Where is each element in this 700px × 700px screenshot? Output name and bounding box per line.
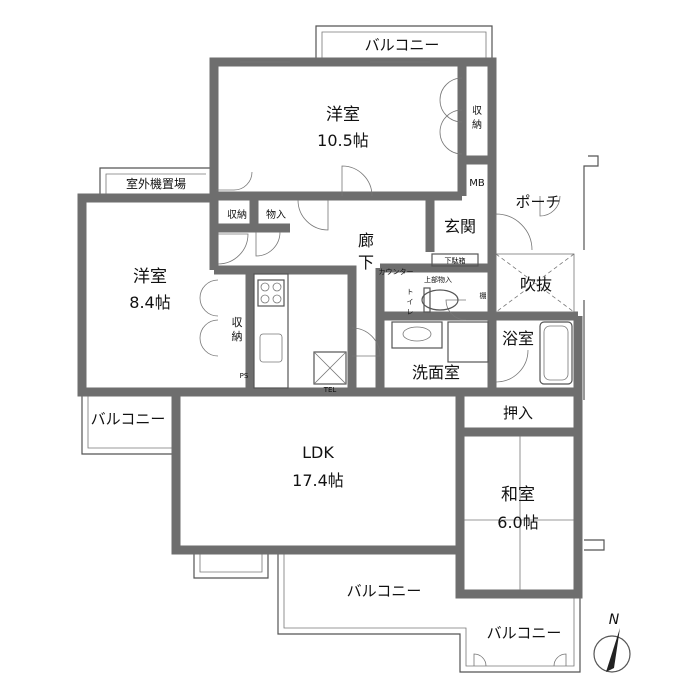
hallway-label-1: 廊	[358, 231, 374, 250]
room-name-western-west: 洋室	[133, 267, 167, 287]
ac-space-label: 室外機置場	[126, 176, 186, 191]
compass-n-label: N	[609, 612, 620, 628]
room-size-western-north: 10.5帖	[317, 131, 369, 150]
oshiire-label: 押入	[503, 404, 533, 422]
balcony-north-label: バルコニー	[365, 36, 440, 54]
closet-north-label-1: 収	[472, 105, 482, 117]
balcony-south-label: バルコニー	[347, 582, 422, 600]
room-size-ldk: 17.4帖	[292, 471, 344, 490]
shoe-cabinet-label: 下駄箱	[445, 256, 466, 265]
tel-label: TEL	[323, 386, 337, 394]
room-size-western-west: 8.4帖	[129, 293, 170, 312]
closet-west-label-1: 収	[232, 316, 243, 329]
upper-storage-label: 上部物入	[424, 275, 452, 284]
mb-label: MB	[469, 178, 485, 189]
closet-west-label-2: 納	[232, 330, 243, 343]
atrium-label: 吹抜	[520, 275, 552, 294]
walls	[77, 57, 583, 599]
washroom-label: 洗面室	[412, 363, 460, 382]
closet-north-label-2: 納	[472, 118, 482, 131]
hallway-label-2: 下	[358, 253, 374, 272]
porch-label: ポーチ	[515, 193, 560, 211]
toilet-label-2: イ	[407, 298, 414, 306]
balcony-southeast-label: バルコニー	[487, 624, 562, 642]
balcony-west-label: バルコニー	[91, 410, 166, 428]
bay-window	[193, 548, 269, 579]
fixtures	[199, 61, 575, 590]
closet-small-label: 収納	[227, 208, 247, 221]
bathroom-label: 浴室	[502, 329, 534, 348]
compass-rose: N	[593, 612, 631, 673]
storeroom-label: 物入	[266, 208, 286, 221]
entrance-label: 玄関	[444, 217, 476, 236]
shelf-label: 棚	[480, 291, 487, 300]
balcony-outlines	[81, 25, 605, 673]
room-size-japanese: 6.0帖	[497, 513, 538, 532]
toilet-label-3: レ	[407, 308, 414, 316]
room-name-western-north: 洋室	[326, 105, 360, 125]
counter-label: カウンター	[379, 267, 414, 276]
room-name-japanese: 和室	[501, 485, 535, 505]
ps-label: PS	[240, 372, 249, 380]
toilet-label-1: ト	[407, 288, 414, 296]
room-name-ldk: LDK	[302, 443, 334, 462]
